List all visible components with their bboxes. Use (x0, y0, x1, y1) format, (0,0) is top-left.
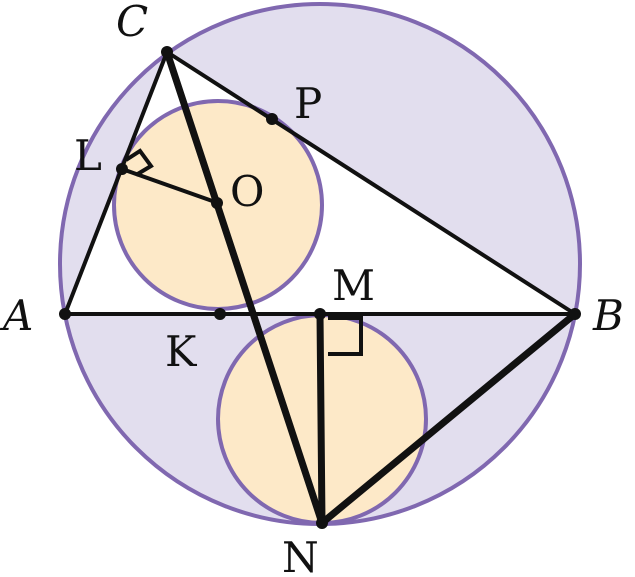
label-o: O (230, 167, 264, 216)
point-p (266, 113, 278, 125)
label-p: P (294, 79, 322, 128)
segment-cn (163, 48, 326, 527)
point-a (59, 308, 71, 320)
segment-bn (318, 310, 579, 527)
point-c (161, 46, 173, 58)
right-angle-mark-l (124, 148, 154, 177)
point-l (116, 163, 128, 175)
label-c: C (116, 0, 148, 46)
point-k (214, 308, 226, 320)
segment-cb (165, 50, 577, 316)
point-o (211, 197, 223, 209)
point-m (314, 308, 326, 320)
right-angle-mark-m (328, 316, 363, 356)
point-b (569, 308, 581, 320)
segment-mn (316, 310, 326, 527)
segment-ac (63, 50, 169, 316)
label-k: K (165, 327, 198, 376)
label-m: M (332, 261, 375, 310)
label-b: B (592, 291, 624, 340)
label-l: L (74, 131, 102, 180)
point-n (316, 517, 328, 529)
label-a: A (0, 291, 33, 340)
label-n: N (282, 533, 319, 577)
